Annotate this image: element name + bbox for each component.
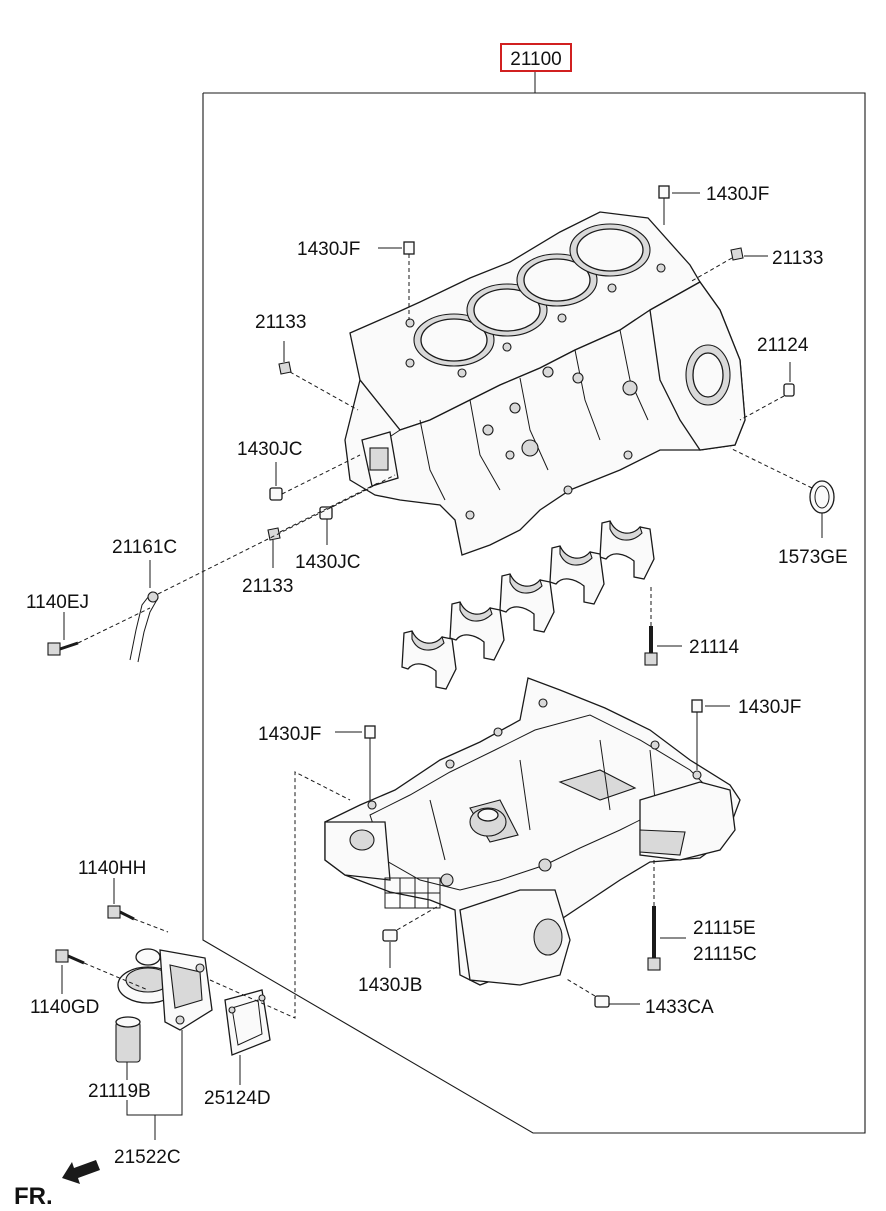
label-21133-lower[interactable]: 21133 (242, 576, 293, 597)
assembly-frame (202, 71, 866, 1134)
bolt-21114 (644, 626, 658, 666)
main-bearing-caps (401, 520, 655, 690)
label-21114[interactable]: 21114 (689, 637, 739, 658)
label-1430JF-left[interactable]: 1430JF (258, 724, 321, 745)
bolt-21115 (647, 906, 661, 971)
oil-filter-housing (117, 948, 213, 1031)
label-21119B[interactable]: 21119B (88, 1081, 151, 1102)
bolt-1140GD (55, 949, 85, 965)
label-21124[interactable]: 21124 (757, 335, 809, 356)
cylinder-block (344, 211, 746, 556)
leader-lines (61, 192, 823, 1140)
label-1430JC-lower[interactable]: 1430JC (295, 552, 361, 573)
assembly-part-number: 21100 (510, 49, 561, 70)
label-21133-left[interactable]: 21133 (255, 312, 306, 333)
label-25124D[interactable]: 25124D (204, 1088, 271, 1109)
bolt-1140HH (107, 905, 135, 921)
label-1140GD[interactable]: 1140GD (30, 997, 99, 1018)
lower-crankcase (324, 677, 741, 986)
label-1430JF-right[interactable]: 1430JF (738, 697, 801, 718)
label-21133-top-right[interactable]: 21133 (772, 248, 823, 269)
label-1573GE[interactable]: 1573GE (778, 547, 848, 568)
label-1140HH[interactable]: 1140HH (78, 858, 146, 879)
front-direction-label: FR. (14, 1183, 53, 1210)
label-1140EJ[interactable]: 1140EJ (26, 592, 89, 613)
filter-insert (115, 1016, 141, 1063)
label-21161C[interactable]: 21161C (112, 537, 177, 558)
label-1430JF-top-right[interactable]: 1430JF (706, 184, 769, 205)
rear-oil-seal (809, 480, 835, 514)
sleeves (269, 383, 795, 1008)
label-1430JB[interactable]: 1430JB (358, 975, 422, 996)
label-1430JC-upper[interactable]: 1430JC (237, 439, 303, 460)
front-direction-arrow: FR. (14, 1160, 100, 1210)
part-labels: 1430JF 1430JF 21133 21133 21124 1430JC 1… (26, 184, 848, 1168)
label-21115E[interactable]: 21115E (693, 918, 756, 939)
oil-filter-housing-gasket (224, 989, 271, 1056)
label-21115C[interactable]: 21115C (693, 944, 757, 965)
label-1430JF-top-left[interactable]: 1430JF (297, 239, 360, 260)
label-21522C[interactable]: 21522C (114, 1147, 181, 1168)
label-1433CA[interactable]: 1433CA (645, 997, 714, 1018)
bolt-1140EJ (47, 641, 79, 656)
assembly-part-number-callout[interactable]: 21100 (500, 43, 572, 72)
oil-level-gauge-guide (129, 591, 159, 663)
